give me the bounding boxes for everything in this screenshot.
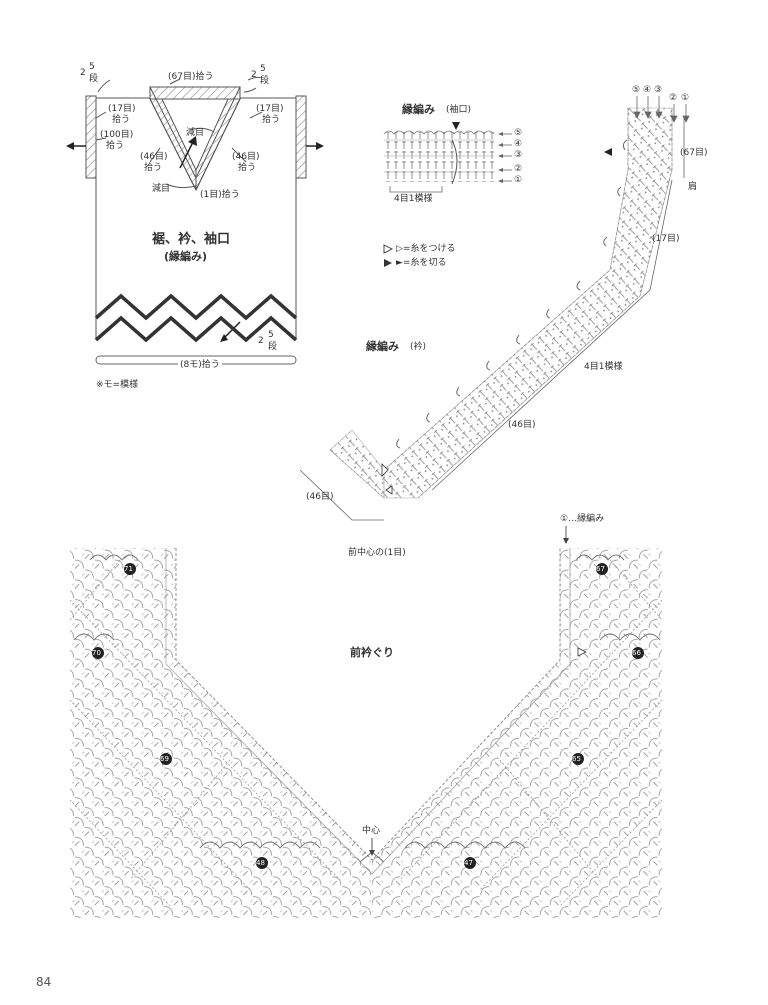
left-pickup-46-count: (46目) [140, 152, 168, 162]
sleeve-row-5: ⑤ [514, 128, 523, 138]
right-pickup-17-count: (17目) [256, 104, 284, 114]
collar-col-3: ③ [654, 85, 663, 95]
collar-repeat-label: 4目1模様 [584, 362, 623, 372]
left-pickup-100-count: (100目) [100, 130, 134, 140]
sleeve-repeat-label: 4目1模様 [394, 194, 433, 204]
sleeve-row-1: ① [514, 175, 523, 185]
left-pickup-17-text: 拾う [112, 115, 131, 125]
row1-edging-label: ①…縁編み [560, 514, 605, 524]
decrease-lower-label: 減目 [152, 184, 171, 194]
motif-65: 65 [572, 755, 581, 763]
center-pickup-label: (1目)拾う [200, 190, 240, 200]
sleeve-edging-chart [383, 122, 512, 193]
collar-edging-subtitle: (衿) [410, 342, 427, 352]
rows-left-unit: 段 [89, 74, 99, 84]
front-neckline-chart [69, 526, 663, 918]
right-pickup-46-count: (46目) [232, 152, 260, 162]
front-center-label: 前中心の(1目) [348, 548, 406, 558]
collar-count-67: (67目) [680, 148, 708, 158]
rows-right-numeral: 2 [251, 70, 257, 80]
legend-attach: ▷=糸をつける [396, 244, 456, 254]
sleeve-row-2: ② [514, 164, 523, 174]
motif-69: 69 [160, 755, 169, 763]
center-marker: 中心 [362, 826, 381, 836]
legend-symbols [383, 244, 394, 267]
motif-66: 66 [632, 649, 641, 657]
sleeve-row-4: ④ [514, 139, 523, 149]
collar-edging-chart [299, 96, 690, 521]
right-pickup-46-text: 拾う [238, 163, 257, 173]
page-number: 84 [36, 975, 52, 989]
neckline-title: 前衿ぐり [350, 646, 394, 659]
schematic-title: 裾、衿、袖口 [152, 232, 231, 247]
sleeve-row-3: ③ [514, 150, 523, 160]
collar-count-46-right: (46目) [508, 420, 536, 430]
left-pickup-17-count: (17目) [108, 104, 136, 114]
collar-col-1: ① [681, 93, 690, 103]
rows-right-fraction: 5 [260, 64, 266, 74]
shoulder-label: 肩 [688, 182, 698, 192]
collar-count-17: (17目) [652, 234, 680, 244]
collar-col-4: ④ [643, 85, 652, 95]
left-pickup-46-text: 拾う [144, 163, 163, 173]
left-pickup-100-text: 拾う [106, 141, 125, 151]
motif-48: 48 [256, 859, 265, 867]
bottom-pickup-label: (8モ)拾う [178, 360, 222, 371]
motif-47: 47 [464, 859, 473, 867]
sleeve-edging-subtitle: (袖口) [446, 105, 472, 115]
collar-edging-title: 縁編み [366, 340, 399, 353]
motif-71: 71 [124, 565, 133, 573]
rows-right-unit: 段 [260, 76, 270, 86]
legend-cut: ►=糸を切る [396, 258, 447, 268]
right-pickup-17-text: 拾う [262, 115, 281, 125]
motif-note: ※モ=模様 [96, 380, 139, 390]
collar-col-5: ⑤ [632, 85, 641, 95]
motif-67: 67 [596, 565, 605, 573]
rows-bottom-fraction: 5 [268, 330, 274, 340]
top-pickup-label: (67目)拾う [168, 72, 214, 82]
rows-left-numeral: 2 [80, 68, 86, 78]
collar-count-46-left: (46目) [306, 492, 334, 502]
sleeve-edging-title: 縁編み [402, 103, 435, 116]
collar-col-2: ② [669, 93, 678, 103]
motif-70: 70 [92, 649, 101, 657]
rows-bottom-numeral: 2 [258, 336, 264, 346]
schematic-subtitle: (縁編み) [164, 250, 208, 263]
garment-schematic [66, 76, 324, 365]
rows-left-fraction: 5 [89, 62, 95, 72]
decrease-upper-label: 減目 [186, 128, 205, 138]
rows-bottom-unit: 段 [268, 342, 278, 352]
